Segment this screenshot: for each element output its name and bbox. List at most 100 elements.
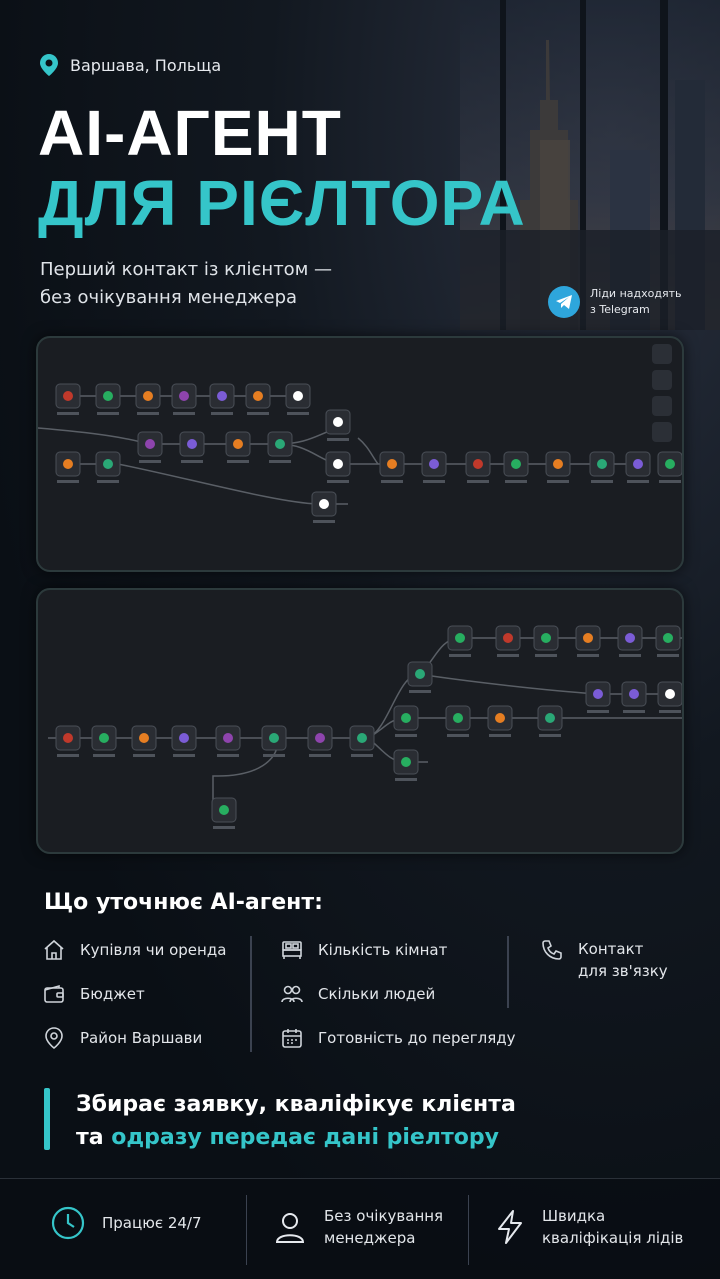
workflow-node-caption [57,480,79,483]
run-icon [652,422,672,442]
workflow-node-icon [179,733,189,743]
workflow-node-caption [217,754,239,757]
workflow-node-caption [57,412,79,415]
workflow-node-icon [357,733,367,743]
callout-accent: одразу передає дані ріелтору [111,1125,499,1150]
workflow-node-icon [495,713,505,723]
feature-label: Купівля чи оренда [80,941,227,959]
location-icon [45,1027,63,1050]
divider [250,936,252,1052]
people-icon [281,985,303,1003]
workflow-node-icon [473,459,483,469]
workflow-node-caption [657,654,679,657]
zoom-in-icon [652,344,672,364]
workflow-node-caption [263,754,285,757]
feature-label: Район Варшави [80,1029,203,1047]
workflow-node-icon [63,459,73,469]
workflow-node-caption [535,654,557,657]
workflow-node-caption [395,734,417,737]
callout-prefix: та [76,1125,112,1150]
workflow-node-caption [619,654,641,657]
workflow-node-icon [629,689,639,699]
map-pin-icon [40,54,58,76]
footer: Працює 24/7 Без очікування менеджера Шви… [0,1178,720,1279]
callout-accent-bar [44,1088,50,1150]
workflow-node-icon [665,689,675,699]
phone-icon [542,940,562,960]
workflow-node-icon [99,733,109,743]
workflow-node-icon [597,459,607,469]
workflow-node-icon [217,391,227,401]
workflow-diagram-2 [48,625,682,829]
workflow-node-icon [541,633,551,643]
workflow-node-caption [97,412,119,415]
feature-label: Скільки людей [318,985,436,1003]
workflow-node-icon [453,713,463,723]
telegram-line1: Ліди надходять [590,287,682,300]
workflow-node-icon [179,391,189,401]
feature-budget: Бюджет [42,982,145,1006]
feature-district: Район Варшави [42,1026,202,1050]
location-text: Варшава, Польща [70,55,222,75]
workflow-node-caption [539,734,561,737]
workflow-node-caption [181,460,203,463]
page-title-line2: ДЛЯ РІЄЛТОРА [38,167,526,239]
footer-label: Без очікування [324,1207,444,1225]
divider [246,1195,247,1265]
workflow-node-caption [447,734,469,737]
workflow-node-icon [545,713,555,723]
feature-label: Готовність до перегляду [318,1029,516,1047]
bed-icon [282,941,302,959]
workflow-node-caption [57,754,79,757]
footer-item-fast-qualification: Швидка кваліфікація лідів [494,1205,683,1249]
callout-line1: Збирає заявку, кваліфікує клієнта [76,1092,516,1117]
wallet-icon [44,984,64,1003]
page-title-line1: AI-АГЕНТ [38,97,342,169]
workflow-node-caption [137,412,159,415]
location: Варшава, Польща [40,54,221,76]
workflow-node-icon [63,391,73,401]
zoom-out-icon [652,370,672,390]
workflow-node-caption [173,412,195,415]
workflow-node-caption [591,480,613,483]
workflow-node-caption [497,654,519,657]
workflow-node-caption [133,754,155,757]
workflow-node-icon [593,689,603,699]
workflow-node-icon [333,459,343,469]
workflow-node-caption [309,754,331,757]
workflow-node-caption [467,480,489,483]
workflow-node-icon [665,459,675,469]
workflow-node-caption [381,480,403,483]
workflow-node-icon [401,713,411,723]
workflow-node-icon [219,805,229,815]
footer-label: Швидка [542,1207,606,1225]
workflow-node-icon [139,733,149,743]
workflow-node-caption [213,826,235,829]
workflow-node-icon [511,459,521,469]
feature-contact: Контакт для зв'язку [540,938,668,982]
subtitle-line1: Перший контакт із клієнтом — [40,259,332,280]
workflow-node-caption [247,412,269,415]
workflow-node-caption [139,460,161,463]
divider [468,1195,469,1265]
workflow-node-caption [327,438,349,441]
workflow-node-icon [401,757,411,767]
workflow-node-caption [547,480,569,483]
feature-rooms: Кількість кімнат [280,938,447,962]
workflow-node-caption [449,654,471,657]
workflow-node-caption [287,412,309,415]
footer-label: Працює 24/7 [102,1214,202,1232]
workflow-node-icon [387,459,397,469]
feature-label: Бюджет [80,985,145,1003]
workflow-node-icon [187,439,197,449]
workflow-node-icon [145,439,155,449]
workflow-node-icon [583,633,593,643]
workflow-node-icon [233,439,243,449]
telegram-line2: з Telegram [590,303,650,316]
workflow-node-icon [333,417,343,427]
calendar-icon [282,1029,302,1048]
workflow-node-icon [503,633,513,643]
workflow-node-icon [553,459,563,469]
feature-label: Контакт [578,940,644,958]
workflow-node-icon [455,633,465,643]
